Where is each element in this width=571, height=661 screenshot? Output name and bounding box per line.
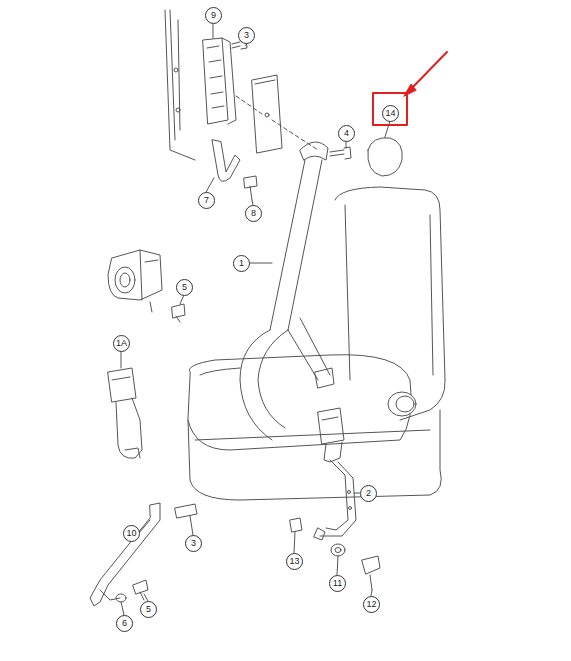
callout-number: 5 (176, 279, 193, 296)
callout-number: 13 (286, 553, 303, 570)
callout-number: 5 (140, 601, 157, 618)
callout-number: 3 (238, 27, 255, 44)
callout-number: 2 (360, 485, 377, 502)
callout-number: 9 (205, 7, 222, 24)
callout-number: 1 (233, 255, 250, 272)
callout-number: 12 (363, 596, 380, 613)
callout-number: 3 (185, 535, 202, 552)
callout-number: 8 (245, 205, 262, 222)
callout-number: 6 (116, 615, 133, 632)
callout-number: 11 (329, 575, 346, 592)
callout-number: 4 (338, 125, 355, 142)
callout-number: 10 (123, 525, 140, 542)
callout-number: 14 (382, 105, 399, 122)
callout-number: 1A (113, 335, 130, 352)
callout-number: 7 (198, 192, 215, 209)
